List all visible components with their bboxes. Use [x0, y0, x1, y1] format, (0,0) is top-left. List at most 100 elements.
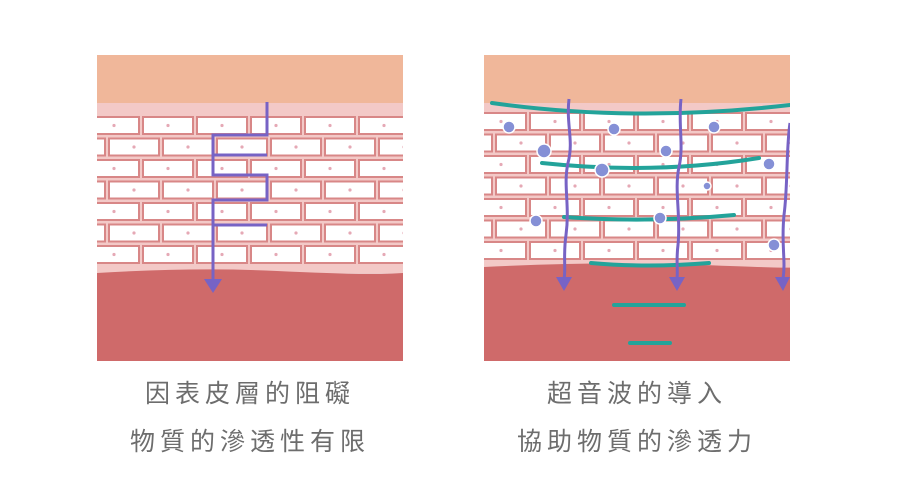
- caption-line: 協助物質的滲透力: [516, 427, 757, 456]
- ultrasound-penetration-diagram: [484, 55, 790, 361]
- arrow-head-icon: [775, 277, 790, 291]
- cell-nucleus: [519, 141, 523, 145]
- cell-nucleus: [627, 141, 631, 145]
- cell-nucleus: [573, 184, 577, 188]
- cell-nucleus: [220, 252, 224, 257]
- cell-nucleus: [627, 227, 631, 231]
- cell-nucleus: [328, 166, 332, 171]
- cell-nucleus: [382, 166, 386, 171]
- cell-nucleus: [328, 252, 332, 257]
- skin-cell: [97, 116, 140, 135]
- penetration-path: [562, 98, 572, 280]
- skin-layers-illustration: [484, 55, 790, 361]
- epidermis-barrier-diagram: [97, 55, 403, 361]
- cell-nucleus: [661, 248, 665, 253]
- cell-nucleus: [294, 231, 298, 235]
- ultrasound-wave: [490, 101, 790, 116]
- cell-nucleus: [519, 227, 523, 231]
- cell-nucleus: [627, 184, 631, 188]
- cell-nucleus: [553, 205, 557, 210]
- skin-cell: [484, 176, 493, 196]
- substance-bubble: [707, 120, 721, 134]
- skin-cell: [97, 202, 140, 221]
- cell-nucleus: [328, 123, 332, 128]
- cell-nucleus: [240, 231, 244, 235]
- cell-nucleus: [132, 231, 136, 235]
- cell-nucleus: [715, 205, 719, 210]
- penetration-path: [675, 98, 683, 280]
- substance-bubble: [702, 181, 712, 191]
- skin-cell: [97, 159, 140, 178]
- substance-bubble: [767, 238, 781, 252]
- substance-bubble: [653, 211, 667, 225]
- cell-nucleus: [402, 188, 403, 192]
- skin-cell: [358, 245, 403, 264]
- cell-nucleus: [607, 205, 611, 210]
- cell-nucleus: [166, 209, 170, 214]
- cell-nucleus: [519, 184, 523, 188]
- cell-nucleus: [220, 209, 224, 214]
- substance-bubble: [607, 122, 621, 136]
- skin-cell: [378, 180, 403, 200]
- ultrasound-wave: [562, 213, 736, 222]
- outer-skin-layer: [97, 55, 403, 103]
- cell-nucleus: [132, 145, 136, 149]
- skin-cell: [484, 198, 527, 217]
- skin-cell: [484, 133, 493, 153]
- cell-nucleus: [348, 231, 352, 235]
- cell-nucleus: [348, 145, 352, 149]
- blocked-penetration-path: [211, 102, 269, 280]
- cell-nucleus: [553, 119, 557, 124]
- cell-nucleus: [402, 231, 403, 235]
- cell-nucleus: [715, 248, 719, 253]
- penetration-path: [781, 122, 790, 280]
- substance-bubble: [529, 214, 543, 228]
- cell-nucleus: [735, 141, 739, 145]
- arrow-heads: [556, 277, 790, 291]
- cell-nucleus: [769, 205, 773, 210]
- substance-bubble: [762, 157, 776, 171]
- cell-nucleus: [661, 119, 665, 124]
- skin-cell: [484, 241, 527, 260]
- cell-nucleus: [274, 166, 278, 171]
- skin-cell: [378, 223, 403, 243]
- penetration-paths: [562, 98, 790, 280]
- skin-cell: [97, 223, 106, 243]
- left-caption: 因表皮層的阻礙 物質的滲透性有限: [97, 370, 403, 466]
- skin-cell: [358, 116, 403, 135]
- cell-nucleus: [382, 252, 386, 257]
- substance-bubbles: [502, 120, 781, 252]
- caption-line: 因表皮層的阻礙: [144, 379, 355, 408]
- skin-cell: [97, 180, 106, 200]
- cell-nucleus: [294, 145, 298, 149]
- cell-nucleus: [240, 188, 244, 192]
- cell-nucleus: [607, 248, 611, 253]
- cell-nucleus: [166, 166, 170, 171]
- substance-bubble: [594, 162, 610, 178]
- skin-cell: [97, 245, 140, 264]
- cell-nucleus: [240, 145, 244, 149]
- cell-nucleus: [220, 166, 224, 171]
- cell-nucleus: [607, 119, 611, 124]
- cell-nucleus: [573, 141, 577, 145]
- cell-nucleus: [499, 162, 503, 167]
- cell-nucleus: [661, 162, 665, 167]
- cell-nucleus: [681, 227, 685, 231]
- cell-nucleus: [499, 119, 503, 124]
- substance-bubble: [536, 143, 552, 159]
- cell-grid: [97, 116, 403, 264]
- outer-skin-layer: [484, 55, 790, 103]
- ultrasound-waves: [490, 101, 790, 345]
- right-caption: 超音波的導入 協助物質的滲透力: [484, 370, 790, 466]
- cell-nucleus: [735, 227, 739, 231]
- cell-nucleus: [382, 123, 386, 128]
- cell-nucleus: [220, 123, 224, 128]
- dermis-layer: [97, 269, 403, 361]
- ultrasound-wave: [589, 261, 711, 268]
- cell-nucleus: [789, 184, 790, 188]
- cell-nucleus: [789, 227, 790, 231]
- cell-nucleus: [681, 184, 685, 188]
- skin-cell: [484, 155, 527, 174]
- cell-nucleus: [607, 162, 611, 167]
- cell-nucleus: [348, 188, 352, 192]
